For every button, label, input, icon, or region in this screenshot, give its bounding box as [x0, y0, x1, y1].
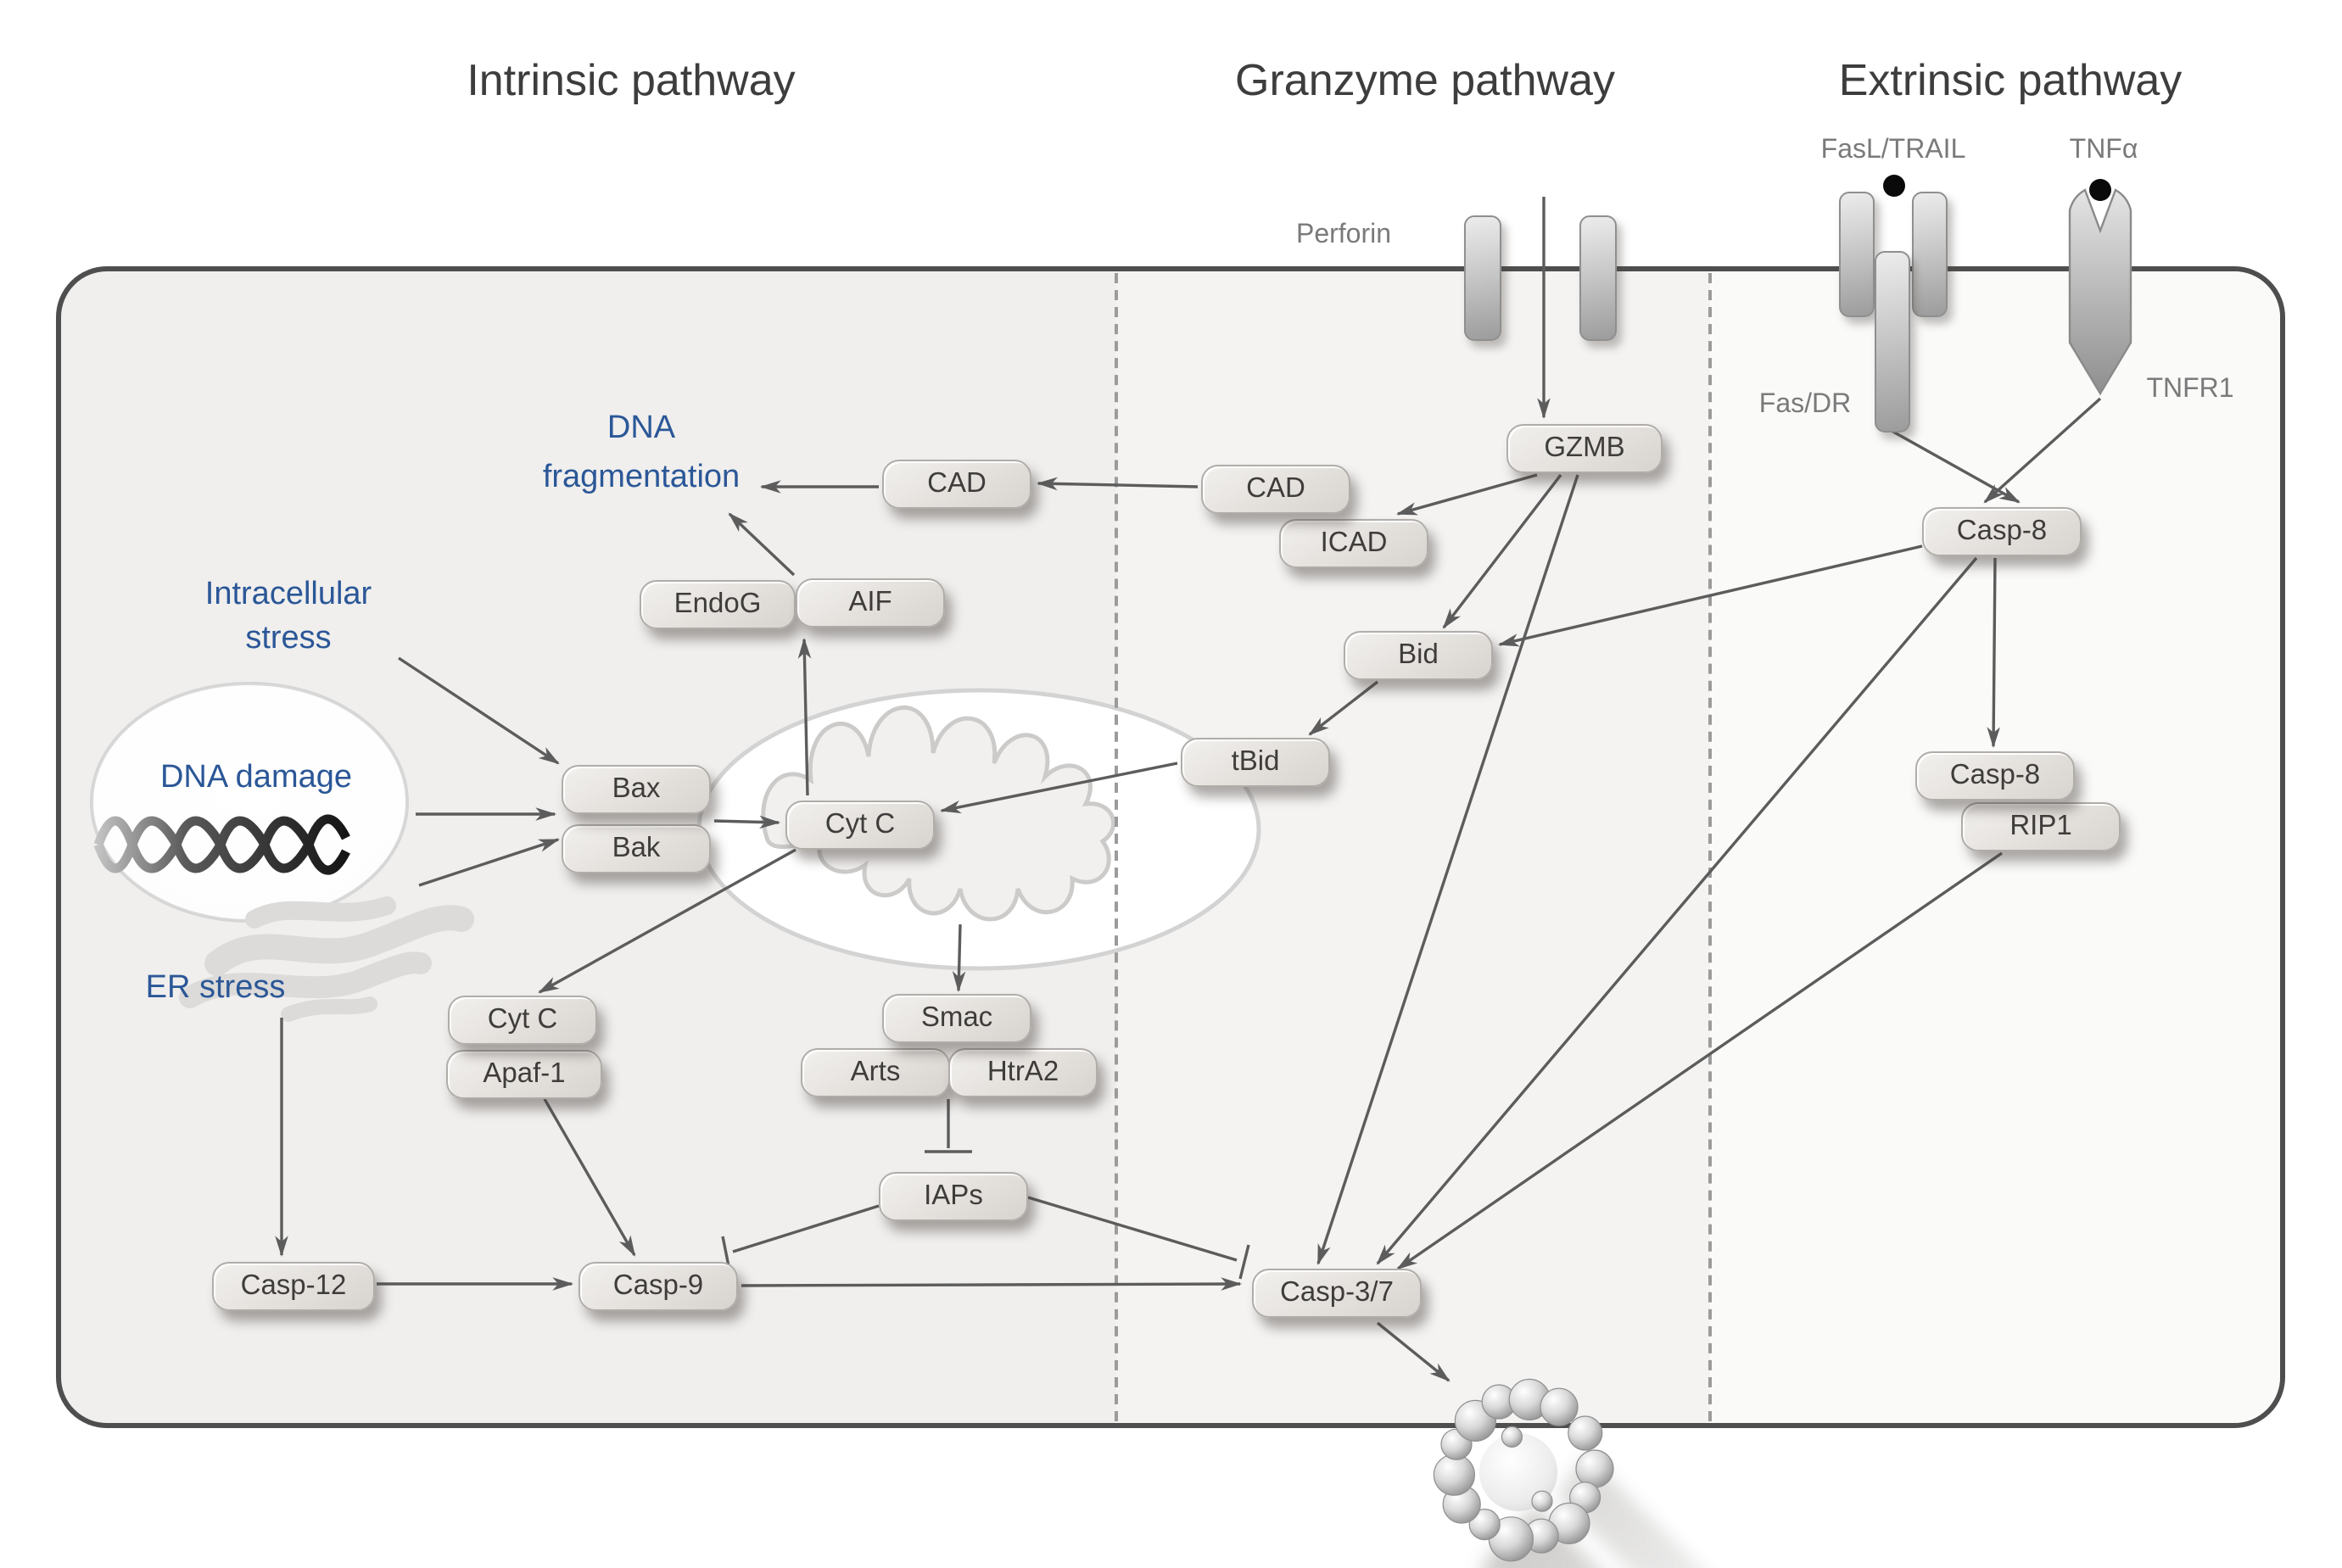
node-bid: Bid [1344, 631, 1493, 680]
arrow-gzmb-to-casp37 [1316, 474, 1579, 1266]
perforin-channel-icon [1464, 215, 1501, 341]
arrow-intracellular-stress-to-bax [398, 656, 560, 765]
intrinsic-granzyme-divider [1115, 273, 1118, 1421]
dna-fragmentation-label: DNA [606, 410, 676, 446]
node-casp37: Casp-3/7 [1252, 1269, 1422, 1318]
node-apaf1: Apaf-1 [446, 1050, 602, 1099]
node-cytc-apoptosome: Cyt C [448, 996, 597, 1045]
fasl-ligand-icon [1883, 175, 1905, 197]
arrow-bid-to-tbid [1308, 680, 1379, 736]
tnfr1-receptor-icon [2068, 179, 2132, 396]
er-stress-label: ER stress [145, 970, 286, 1006]
arrow-bax-to-cytc [713, 815, 781, 829]
arrow-cytc-to-apoptosome [538, 848, 797, 994]
mitochondrion-icon [696, 688, 1261, 971]
node-smac: Smac [882, 994, 1031, 1043]
fas-receptor-bar-icon [1912, 192, 1948, 317]
arrow-cytc-to-endog-aif [797, 637, 812, 796]
inhibit-iaps-to-casp37 [1027, 1196, 1250, 1280]
node-cad-intrinsic: CAD [882, 460, 1031, 509]
node-iaps: IAPs [879, 1172, 1028, 1221]
arrow-tbid-to-cytc [939, 762, 1178, 814]
arrow-endog-aif-to-dna-fragmentation [728, 512, 796, 577]
arrow-apaf1-to-casp9 [543, 1098, 636, 1257]
dna-helix-icon [93, 814, 350, 875]
inhibit-arts-htra2-to-iaps [925, 1099, 972, 1153]
fas-dr-label: Fas/DR [1758, 390, 1852, 419]
arrow-mito-to-smac [952, 924, 966, 993]
node-rip1: RIP1 [1961, 802, 2121, 851]
node-casp12: Casp-12 [212, 1262, 375, 1311]
arrow-casp9-to-casp37 [741, 1277, 1243, 1291]
dna-fragmentation-label-2: fragmentation [542, 460, 741, 495]
intrinsic-pathway-title: Intrinsic pathway [467, 54, 796, 105]
arrow-gzmb-to-cad-icad [1395, 473, 1538, 516]
arrow-tnfr1-to-casp8 [1983, 397, 2102, 504]
arrow-gzmb-to-bid [1442, 473, 1562, 629]
perforin-label: Perforin [1295, 220, 1392, 249]
node-casp8-complex: Casp-8 [1915, 751, 2075, 801]
granzyme-pathway-title: Granzyme pathway [1235, 54, 1615, 105]
node-cytc-mito: Cyt C [785, 801, 935, 850]
tnfa-label: TNFα [2069, 136, 2138, 165]
intracellular-stress-label-2: stress [245, 621, 332, 656]
node-casp9: Casp-9 [579, 1262, 738, 1311]
arrow-casp8-to-casp8-rip1 [1987, 557, 2001, 749]
arrow-casp8-to-casp37 [1376, 556, 1978, 1265]
node-tbid: tBid [1181, 738, 1330, 787]
node-arts: Arts [801, 1048, 950, 1097]
arrow-cad-to-cad [1036, 477, 1199, 491]
fas-receptor-bar-icon [1839, 192, 1875, 317]
cell-membrane [56, 266, 2285, 1428]
fasl-trail-label: FasL/TRAIL [1820, 136, 1966, 165]
arrow-er-to-bak [418, 838, 561, 887]
extrinsic-pathway-title: Extrinsic pathway [1838, 54, 2183, 105]
node-gzmb: GZMB [1506, 424, 1663, 473]
node-bak: Bak [562, 824, 711, 873]
dna-damage-label: DNA damage [159, 760, 353, 795]
node-icad: ICAD [1279, 519, 1428, 568]
node-casp8-apical: Casp-8 [1922, 507, 2082, 556]
arrow-rip1-to-casp37 [1396, 851, 2003, 1270]
endoplasmic-reticulum-icon [179, 896, 474, 1022]
node-aif: AIF [796, 578, 945, 628]
tnfr1-label: TNFR1 [2146, 375, 2234, 404]
granzyme-extrinsic-divider [1708, 273, 1712, 1421]
tnfa-ligand-icon [2089, 179, 2111, 201]
node-endog: EndoG [640, 580, 796, 629]
node-htra2: HtrA2 [948, 1048, 1098, 1097]
intracellular-stress-label: Intracellular [204, 577, 372, 612]
arrow-casp8-to-bid [1497, 544, 1923, 647]
fas-receptor-stem-icon [1875, 251, 1910, 432]
node-cad-granzyme: CAD [1201, 465, 1350, 514]
arrow-casp37-to-apoptotic-body [1376, 1321, 1450, 1382]
node-bax: Bax [562, 765, 711, 814]
perforin-channel-icon [1579, 215, 1617, 341]
